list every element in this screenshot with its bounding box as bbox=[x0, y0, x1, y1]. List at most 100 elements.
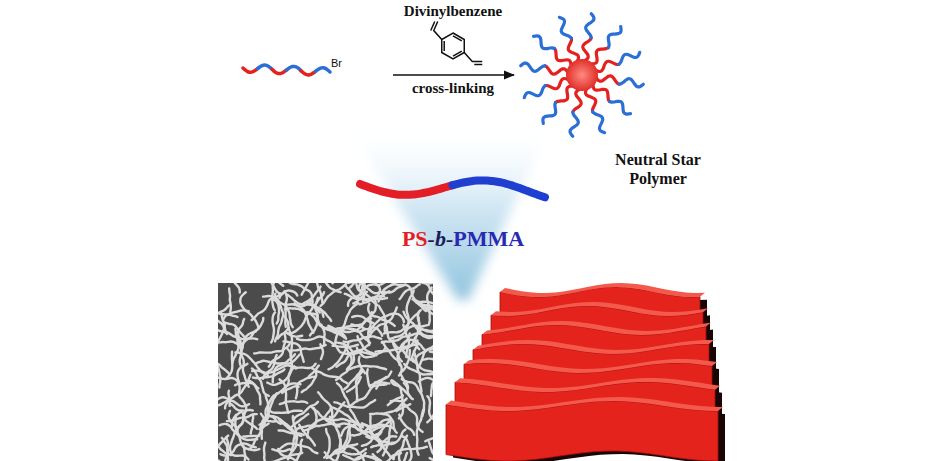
lamella-stripe bbox=[251, 416, 253, 434]
lamella-stripe bbox=[333, 345, 358, 348]
reaction-label: cross-linking bbox=[412, 80, 494, 97]
lamella-stripe bbox=[218, 320, 225, 332]
lamella-stripe bbox=[335, 303, 358, 342]
lamella-stripe bbox=[276, 383, 301, 394]
star-arm bbox=[545, 78, 569, 88]
lamellae-3d bbox=[446, 283, 725, 461]
reaction-arrow bbox=[393, 74, 514, 76]
lamella-stripe bbox=[218, 369, 240, 392]
lamella-stripe bbox=[377, 443, 395, 452]
lamella-stripe bbox=[288, 416, 297, 459]
star-arm bbox=[593, 112, 605, 133]
lamella-stripe bbox=[419, 378, 433, 383]
polymer-chain bbox=[258, 65, 273, 69]
lamella-stripe bbox=[249, 380, 261, 404]
lamella-stripe bbox=[238, 395, 247, 429]
reagent-name: Divinylbenzene bbox=[404, 3, 502, 20]
product-name: Neutral Star Polymer bbox=[601, 150, 716, 188]
star-arm bbox=[568, 38, 578, 62]
vinyl-group bbox=[434, 22, 442, 40]
lamella-stripe bbox=[333, 283, 337, 284]
lamella-stripe bbox=[373, 454, 397, 461]
lamella-stripe bbox=[404, 404, 423, 432]
lamella-top bbox=[482, 321, 711, 335]
star-arm bbox=[573, 89, 581, 112]
lamella-stripe bbox=[396, 404, 410, 411]
star-arm bbox=[559, 17, 571, 38]
lamella-stripe bbox=[275, 283, 283, 286]
vinyl-group bbox=[464, 53, 482, 62]
pmma-block bbox=[453, 180, 546, 197]
lamella-stripe bbox=[263, 296, 293, 327]
lamella-stripe bbox=[291, 345, 326, 351]
star-arm bbox=[619, 79, 643, 87]
lamella-stripe bbox=[238, 364, 248, 382]
lamella-stripe bbox=[331, 439, 340, 461]
lamella-stripe bbox=[355, 283, 387, 299]
lamella-stripe bbox=[254, 342, 291, 354]
lamella-stripe bbox=[285, 332, 302, 336]
lamella-stripe bbox=[430, 458, 433, 461]
lamella-stripe bbox=[419, 301, 433, 309]
star-arm bbox=[596, 76, 619, 84]
polymer-chain bbox=[287, 66, 302, 70]
lamella-stripe bbox=[422, 359, 433, 363]
lamella-stripe bbox=[218, 305, 229, 322]
lamella-stripe bbox=[271, 313, 275, 343]
lamella-stripe bbox=[349, 384, 387, 407]
fingerprint-micrograph bbox=[218, 283, 433, 461]
star-arm bbox=[595, 61, 619, 71]
lamella-stripe bbox=[371, 420, 390, 427]
lamella-stripe bbox=[326, 419, 370, 428]
polymer-chain bbox=[272, 69, 287, 73]
vinyl-double-bond bbox=[431, 22, 435, 31]
lamella-stripe bbox=[259, 395, 274, 429]
lamella-stripe bbox=[224, 322, 244, 336]
lamella-stripe bbox=[397, 338, 414, 365]
block-linker: -b- bbox=[428, 226, 454, 252]
lamella-stripe bbox=[243, 417, 257, 429]
lamella-stripe bbox=[235, 415, 245, 449]
lamella-stripe bbox=[340, 444, 357, 449]
lamella-stripe bbox=[375, 372, 392, 383]
lamella-stripe bbox=[427, 396, 433, 419]
lamella-stripe bbox=[307, 312, 344, 338]
lamella-stripe bbox=[413, 359, 433, 376]
lamella-stripe bbox=[299, 425, 315, 446]
lamella-stripe bbox=[337, 421, 351, 453]
star-arm bbox=[534, 36, 555, 49]
lamella-stripe bbox=[350, 283, 377, 288]
lamella-stripe bbox=[302, 373, 317, 393]
star-arm bbox=[524, 86, 545, 98]
star-arm bbox=[545, 66, 568, 74]
double-bond bbox=[453, 51, 462, 56]
vinyl-double-bond bbox=[474, 64, 482, 66]
star-arm bbox=[619, 52, 640, 64]
ps-block bbox=[360, 184, 453, 195]
lamella-stripe bbox=[223, 310, 248, 319]
lamella-stripe bbox=[240, 331, 256, 365]
double-bond bbox=[443, 41, 445, 51]
lamella-stripe bbox=[417, 283, 433, 284]
lamella-stripe bbox=[280, 401, 308, 404]
star-core bbox=[566, 59, 598, 91]
lamella-stripe bbox=[230, 403, 253, 410]
lamella-stripe bbox=[416, 349, 433, 358]
polymer-chain bbox=[243, 68, 258, 72]
lamella-stripe bbox=[317, 283, 323, 302]
lamella-stripe bbox=[344, 370, 361, 389]
lamella-stripe bbox=[400, 350, 409, 373]
micrograph-ground bbox=[218, 283, 433, 461]
lamella-top bbox=[473, 340, 714, 354]
lamella-stripe bbox=[382, 284, 406, 293]
star-arm bbox=[583, 38, 591, 61]
star-arm bbox=[608, 27, 621, 48]
lamella-top bbox=[464, 359, 717, 373]
lamella-stripe bbox=[312, 369, 347, 384]
lamella-stripe bbox=[244, 448, 259, 450]
star-arm bbox=[543, 103, 556, 124]
star-arm bbox=[586, 14, 594, 38]
lamella-stripe bbox=[362, 434, 380, 446]
